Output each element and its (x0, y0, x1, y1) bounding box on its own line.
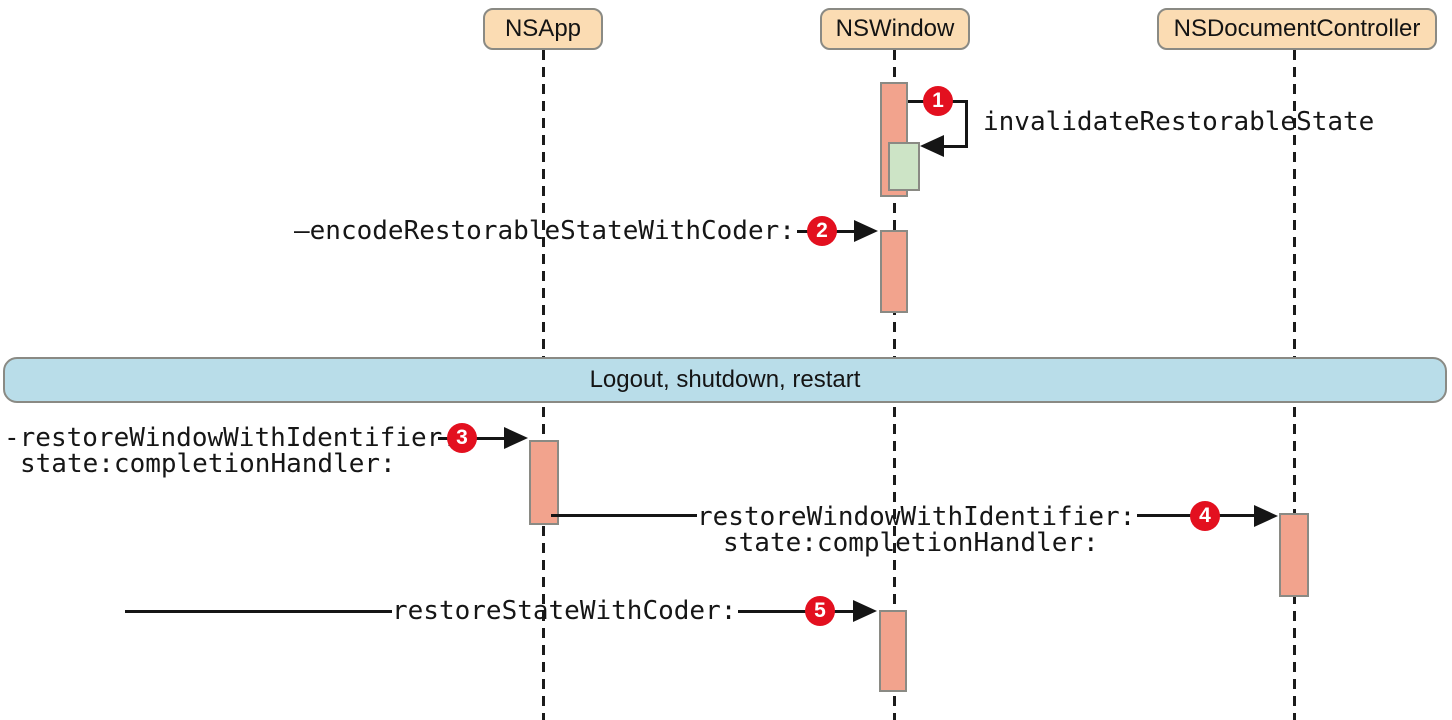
actor-label-nswindow: NSWindow (835, 15, 955, 42)
message-1-line-down (965, 100, 968, 147)
message-2-arrowhead (854, 220, 878, 242)
message-5-arrowhead (853, 600, 877, 622)
phase-band-logout-shutdown-restart: Logout, shutdown, restart (3, 357, 1447, 403)
message-4-label-line1: restoreWindowWithIdentifier: (697, 502, 1136, 532)
message-5-line-right (738, 610, 856, 613)
phase-band-label: Logout, shutdown, restart (589, 366, 861, 393)
message-5-number: 5 (814, 599, 826, 622)
message-2-badge: 2 (807, 216, 837, 246)
message-4-badge: 4 (1190, 501, 1220, 531)
message-2-number: 2 (816, 219, 828, 242)
message-5-badge: 5 (805, 596, 835, 626)
message-3-number: 3 (456, 426, 468, 449)
actor-label-nsapp: NSApp (504, 15, 582, 42)
message-1-number: 1 (932, 89, 944, 112)
actor-box-nsapp: NSApp (483, 8, 603, 50)
activation-nsapp (529, 440, 559, 525)
message-5-line-left (125, 610, 392, 613)
activation-nswindow-2 (880, 230, 908, 313)
message-1-arrowhead (920, 135, 944, 157)
message-4-label-line2: state:completionHandler: (723, 528, 1099, 558)
message-3-arrowhead (504, 427, 528, 449)
message-3-badge: 3 (447, 423, 477, 453)
message-3-label-line2: state:completionHandler: (20, 449, 396, 479)
message-2-label: —encodeRestorableStateWithCoder: (294, 216, 795, 246)
message-4-arrowhead (1254, 505, 1278, 527)
message-4-line-left (551, 514, 697, 517)
message-5-label: restoreStateWithCoder: (392, 596, 737, 626)
actor-label-nsdocumentcontroller: NSDocumentController (1173, 15, 1421, 42)
actor-box-nswindow: NSWindow (820, 8, 970, 50)
nested-activation-nswindow (888, 142, 920, 191)
activation-nsdocumentcontroller (1279, 513, 1309, 597)
message-1-badge: 1 (923, 86, 953, 116)
message-1-label: invalidateRestorableState (983, 107, 1375, 137)
actor-box-nsdocumentcontroller: NSDocumentController (1157, 8, 1437, 50)
message-3-label-line1: -restoreWindowWithIdentifier: (4, 423, 458, 453)
activation-nswindow-3 (879, 610, 907, 692)
message-4-number: 4 (1199, 504, 1211, 527)
message-1-line-return (942, 145, 968, 148)
